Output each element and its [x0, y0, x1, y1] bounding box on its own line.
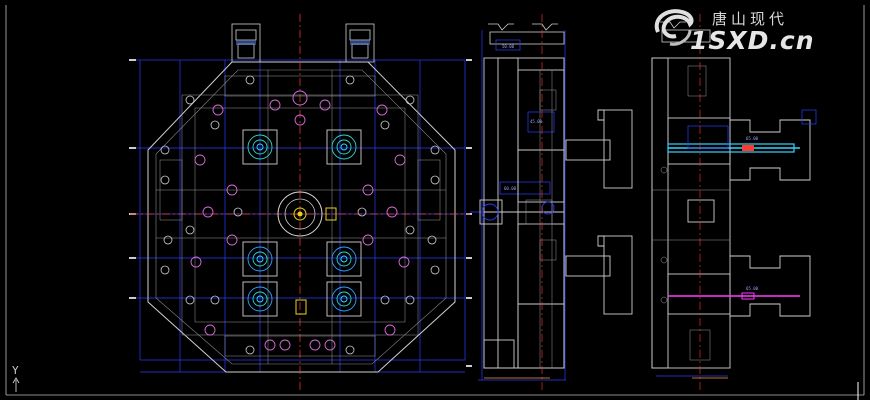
watermark-cn-text: 唐山现代	[712, 10, 789, 28]
guide-hole[interactable]	[380, 120, 390, 130]
bolt-hole[interactable]	[279, 339, 291, 351]
dim-text-right-top: 65.00	[746, 136, 759, 141]
guide-hole[interactable]	[357, 207, 367, 217]
guide-hole[interactable]	[185, 225, 195, 235]
dim-text-side-top: 50.00	[502, 44, 515, 49]
cavity-group[interactable]	[242, 129, 362, 317]
bolt-hole[interactable]	[202, 206, 214, 218]
dim-text-right-bottom: 65.00	[746, 286, 759, 291]
bolt-hole[interactable]	[212, 104, 224, 116]
dim-text-side-bottom: 60.00	[504, 186, 517, 191]
cavity-5[interactable]	[242, 281, 278, 317]
bolt-hole[interactable]	[226, 184, 238, 196]
guide-hole[interactable]	[160, 265, 170, 275]
plan-dimension-lines	[130, 59, 466, 373]
cavity-2[interactable]	[326, 129, 362, 165]
guide-hole[interactable]	[427, 235, 437, 245]
right-section-view[interactable]: 65.00 65.00	[651, 14, 817, 390]
bolt-hole[interactable]	[376, 104, 388, 116]
right-dimension-lines	[656, 109, 817, 377]
cavity-1[interactable]	[242, 129, 278, 165]
top-clamps[interactable]	[231, 23, 375, 63]
side-section-view[interactable]: 50.00 45.00 60.00	[470, 14, 566, 390]
bolt-holes[interactable]	[190, 99, 410, 351]
bolt-hole[interactable]	[394, 154, 406, 166]
side-top-clamps	[488, 23, 565, 45]
side-dimension-texts: 50.00 45.00 60.00	[502, 44, 543, 191]
bolt-hole[interactable]	[386, 206, 398, 218]
bolt-hole[interactable]	[309, 339, 321, 351]
bolt-hole[interactable]	[226, 234, 238, 246]
bolt-hole[interactable]	[362, 234, 374, 246]
guide-hole[interactable]	[245, 345, 255, 355]
guide-hole[interactable]	[245, 75, 255, 85]
right-inner-details	[652, 65, 730, 361]
plan-ticks	[129, 59, 472, 367]
guide-hole[interactable]	[405, 295, 415, 305]
runner-bottom[interactable]	[668, 292, 800, 300]
right-plates[interactable]	[651, 57, 811, 369]
guide-hole[interactable]	[405, 225, 415, 235]
guide-hole[interactable]	[430, 175, 440, 185]
bolt-hole[interactable]	[269, 99, 281, 111]
gate-marker-right	[325, 207, 337, 221]
central-sprue[interactable]	[277, 191, 323, 237]
side-inner-details	[525, 70, 557, 368]
guide-hole[interactable]	[345, 345, 355, 355]
mold-plate-inner	[155, 69, 447, 365]
bolt-hole[interactable]	[264, 339, 276, 351]
bolt-hole[interactable]	[194, 154, 206, 166]
guide-hole[interactable]	[233, 207, 243, 217]
bolt-hole[interactable]	[324, 339, 336, 351]
clamp-fill	[236, 40, 370, 45]
ejector-parts[interactable]	[565, 109, 633, 315]
ucs-y-label: Y	[12, 364, 19, 377]
ucs-icon	[12, 377, 20, 392]
plan-centerlines	[130, 14, 470, 390]
guide-hole[interactable]	[160, 145, 170, 155]
bolt-hole[interactable]	[398, 256, 410, 268]
sprue-top	[292, 90, 308, 106]
guide-hole[interactable]	[405, 95, 415, 105]
guide-hole[interactable]	[210, 295, 220, 305]
gate-marker-bottom	[295, 299, 307, 315]
cavity-6[interactable]	[326, 281, 362, 317]
watermark-en-text: 1SXD.cn	[690, 26, 815, 55]
plan-view[interactable]	[129, 14, 472, 390]
drawing-frame	[5, 5, 865, 396]
cavity-4[interactable]	[326, 241, 362, 277]
bolt-hole[interactable]	[294, 114, 306, 126]
plan-internal-structure	[156, 70, 446, 364]
guide-hole[interactable]	[345, 75, 355, 85]
cavity-3[interactable]	[242, 241, 278, 277]
guide-hole[interactable]	[430, 145, 440, 155]
guide-hole[interactable]	[185, 295, 195, 305]
bolt-hole[interactable]	[190, 256, 202, 268]
dim-text-side-mid: 45.00	[530, 119, 543, 124]
watermark-logo: 唐山现代 1SXD.cn	[646, 4, 856, 55]
guide-holes[interactable]	[160, 75, 440, 355]
right-dimension-texts: 65.00 65.00	[746, 136, 759, 291]
bolt-hole[interactable]	[362, 184, 374, 196]
guide-hole[interactable]	[380, 295, 390, 305]
guide-hole[interactable]	[163, 235, 173, 245]
guide-hole[interactable]	[185, 95, 195, 105]
bolt-hole[interactable]	[204, 324, 216, 336]
mold-plate-outline[interactable]	[147, 61, 456, 373]
bolt-hole[interactable]	[319, 99, 331, 111]
bolt-hole[interactable]	[384, 324, 396, 336]
guide-hole[interactable]	[160, 175, 170, 185]
guide-hole[interactable]	[210, 120, 220, 130]
swirl-logo-icon	[654, 9, 694, 46]
guide-hole[interactable]	[430, 265, 440, 275]
